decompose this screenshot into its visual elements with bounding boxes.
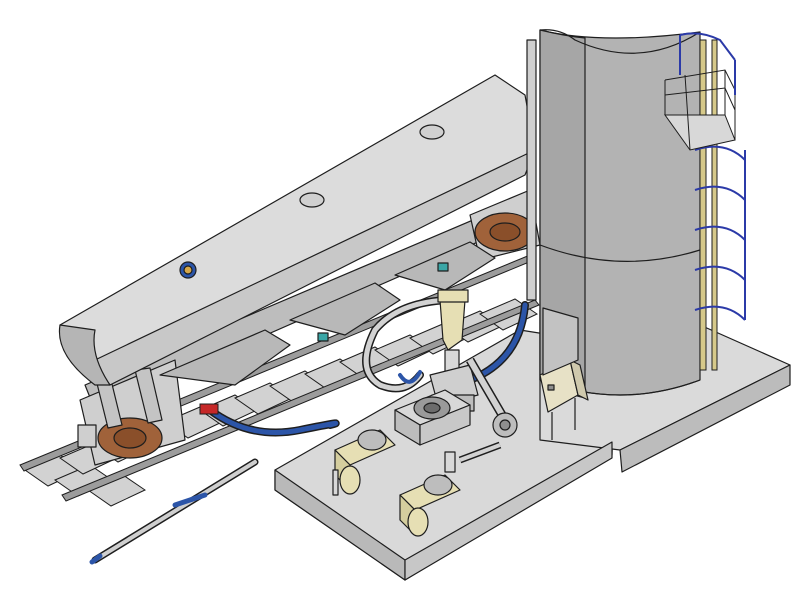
red-cap [199, 403, 219, 415]
cyclone-separator [437, 289, 469, 376]
railcar-rear-truck [77, 359, 186, 466]
railcar-front-truck [469, 189, 541, 261]
hopper-railcar [58, 74, 541, 466]
hatch-1 [419, 124, 445, 140]
storage-silo [526, 29, 701, 399]
pd-blower-2 [399, 441, 502, 537]
hopper-bay-1 [159, 329, 291, 386]
silo-ladder [694, 39, 746, 371]
hatch-2 [299, 192, 325, 208]
hopper-bay-2 [289, 282, 401, 336]
silo-fill-pipe [526, 39, 537, 301]
railcar-end-cap [58, 324, 111, 386]
silo-platform [664, 32, 736, 151]
silo-seam [539, 244, 701, 262]
blower-package [394, 357, 518, 446]
control-panel [539, 307, 589, 440]
pd-blower-1 [332, 429, 396, 496]
